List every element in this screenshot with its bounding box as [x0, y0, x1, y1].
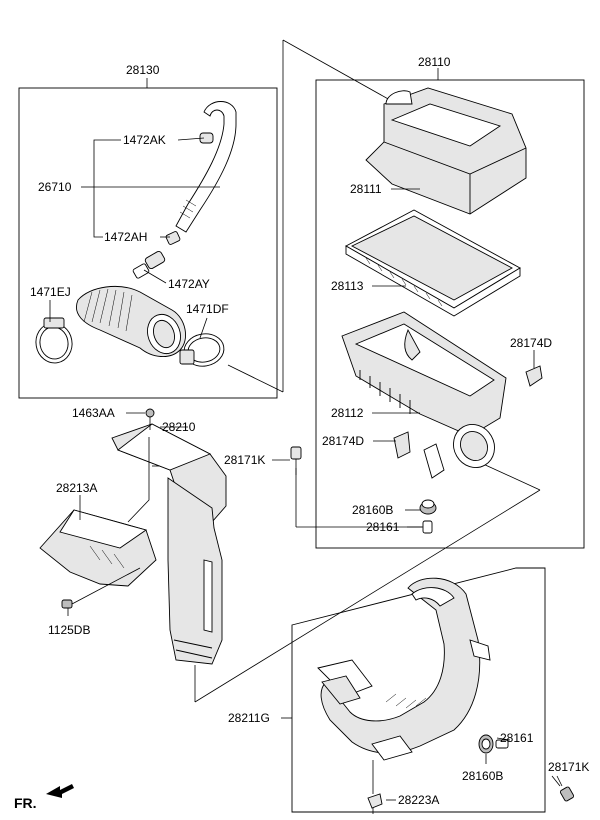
label-28161-a: 28161: [366, 520, 400, 534]
label-28161-b: 28161: [500, 731, 534, 745]
air-duct-28210: [111, 423, 227, 665]
resonator-28213A: [39, 509, 157, 587]
air-cleaner-body: [341, 311, 507, 479]
label-28213A: 28213A: [56, 481, 97, 495]
label-28111: 28111: [350, 182, 382, 196]
front-direction-arrow-icon: [46, 784, 74, 798]
clamp-1472AH: [165, 231, 181, 245]
label-28113: 28113: [331, 279, 364, 293]
leaders-28110: [272, 68, 535, 528]
collar-28161-b: [495, 739, 509, 749]
air-filter-element: [345, 209, 521, 317]
group-box-28130: [18, 87, 278, 399]
bolt-1463AA: [145, 408, 155, 430]
label-1471EJ: 1471EJ: [30, 285, 71, 299]
hose-clamp-1471EJ: [35, 317, 73, 364]
leaders-28211G: [281, 717, 563, 801]
intake-bellows-hose: [76, 286, 187, 357]
label-1125DB: 1125DB: [48, 623, 90, 637]
intake-hose-28211G: [317, 577, 491, 761]
part-labels: 28130 1472AK 26710 1472AH 1472AY 1471EJ …: [14, 55, 589, 811]
clip-28174D-lower: [393, 431, 411, 459]
perspective-lines: [194, 39, 541, 703]
grommet-28160B: [419, 499, 437, 515]
bolt-1125DB: [61, 567, 141, 609]
label-28171K-b: 28171K: [548, 760, 589, 774]
leaders-28130: [49, 78, 220, 339]
label-28211G: 28211G: [228, 711, 270, 725]
label-26710: 26710: [38, 180, 72, 194]
label-28223A: 28223A: [398, 793, 439, 807]
hose-clamp-1471DF: [179, 333, 225, 367]
bolt-28171K-b: [551, 775, 575, 802]
fastener-28223A: [367, 793, 383, 814]
label-28160B-a: 28160B: [352, 503, 393, 517]
air-cleaner-cover: [365, 87, 527, 215]
label-28110: 28110: [418, 55, 451, 69]
label-1472AY: 1472AY: [168, 277, 210, 291]
label-28174D-b: 28174D: [322, 434, 364, 448]
label-28171K-a: 28171K: [224, 453, 265, 467]
bolt-28171K-a: [290, 446, 302, 475]
breather-hose: [175, 101, 237, 233]
label-28160B-b: 28160B: [462, 769, 503, 783]
grommet-28160B-b: [478, 734, 494, 754]
group-box-28110: [315, 79, 585, 549]
label-1471DF: 1471DF: [186, 302, 229, 316]
label-1472AH: 1472AH: [104, 230, 147, 244]
front-label: FR.: [14, 795, 37, 811]
group-box-28211G: [291, 567, 546, 813]
clip-28174D-upper: [525, 365, 543, 387]
collar-28161: [422, 520, 433, 534]
label-28130: 28130: [126, 63, 160, 77]
leaders-duct: [67, 412, 188, 616]
label-1463AA: 1463AA: [72, 406, 115, 420]
label-28210: 28210: [162, 420, 196, 434]
label-1472AK: 1472AK: [123, 133, 166, 147]
label-28174D-a: 28174D: [510, 336, 552, 350]
connector-1472AY: [132, 250, 166, 279]
label-28112: 28112: [331, 406, 364, 420]
